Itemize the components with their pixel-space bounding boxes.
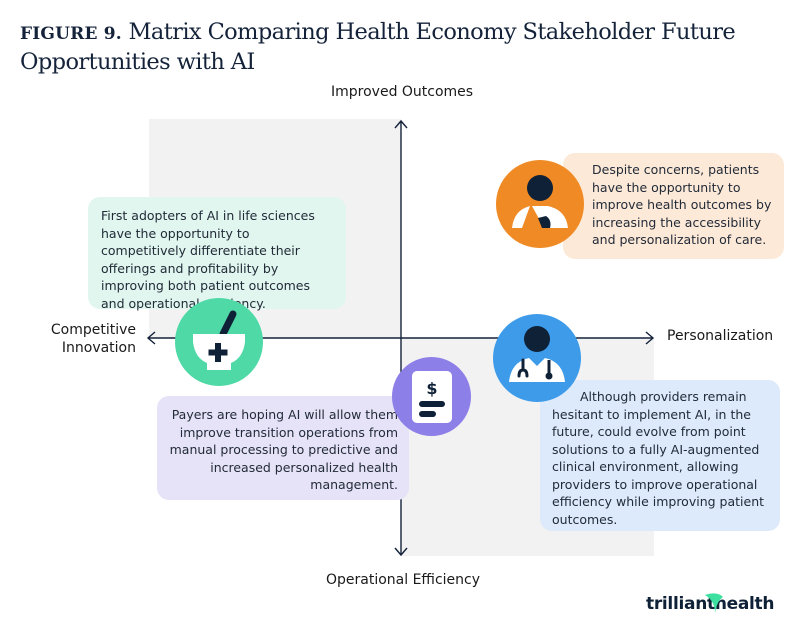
life-sciences-text: First adopters of AI in life sciences ha… — [101, 208, 315, 311]
axis-label-bottom: Operational Efficiency — [326, 572, 481, 588]
figure-title: FIGURE 9. Matrix Comparing Health Econom… — [20, 18, 780, 76]
providers-card: Although providers remain hesitant to im… — [540, 380, 780, 531]
bill-icon: $ — [412, 371, 452, 423]
patients-card: Despite concerns, patients have the oppo… — [563, 153, 784, 259]
life-sciences-card: First adopters of AI in life sciences ha… — [88, 197, 346, 311]
life-sciences-icon-circle — [175, 298, 263, 386]
patient-icon — [512, 175, 568, 228]
logo-part1: trilliant — [646, 594, 715, 614]
axis-label-left: Competitive Innovation — [48, 321, 136, 357]
svg-text:$: $ — [426, 379, 437, 398]
axis-label-left-line1: Competitive — [50, 322, 136, 338]
figure-title-text: Matrix Comparing Health Economy Stakehol… — [20, 19, 736, 75]
providers-text: Although providers remain hesitant to im… — [552, 389, 765, 527]
doctor-icon — [509, 326, 565, 382]
trilliant-health-logo: trillianthealth — [646, 593, 775, 614]
patients-icon-circle — [496, 160, 584, 248]
patients-text: Despite concerns, patients have the oppo… — [592, 162, 772, 247]
logo-part2: health — [714, 594, 775, 614]
payers-card: Payers are hoping AI will allow them imp… — [157, 396, 409, 500]
payers-text: Payers are hoping AI will allow them imp… — [169, 407, 398, 492]
axis-label-top: Improved Outcomes — [331, 84, 474, 100]
logo-swoosh-icon — [705, 593, 723, 613]
mortar-pestle-icon — [193, 310, 245, 370]
figure-label: FIGURE 9. — [20, 24, 122, 44]
axis-label-left-line2: Innovation — [61, 340, 136, 356]
payers-icon-circle: $ — [392, 357, 471, 436]
providers-icon-circle — [493, 314, 581, 402]
axis-label-right: Personalization — [667, 328, 774, 344]
